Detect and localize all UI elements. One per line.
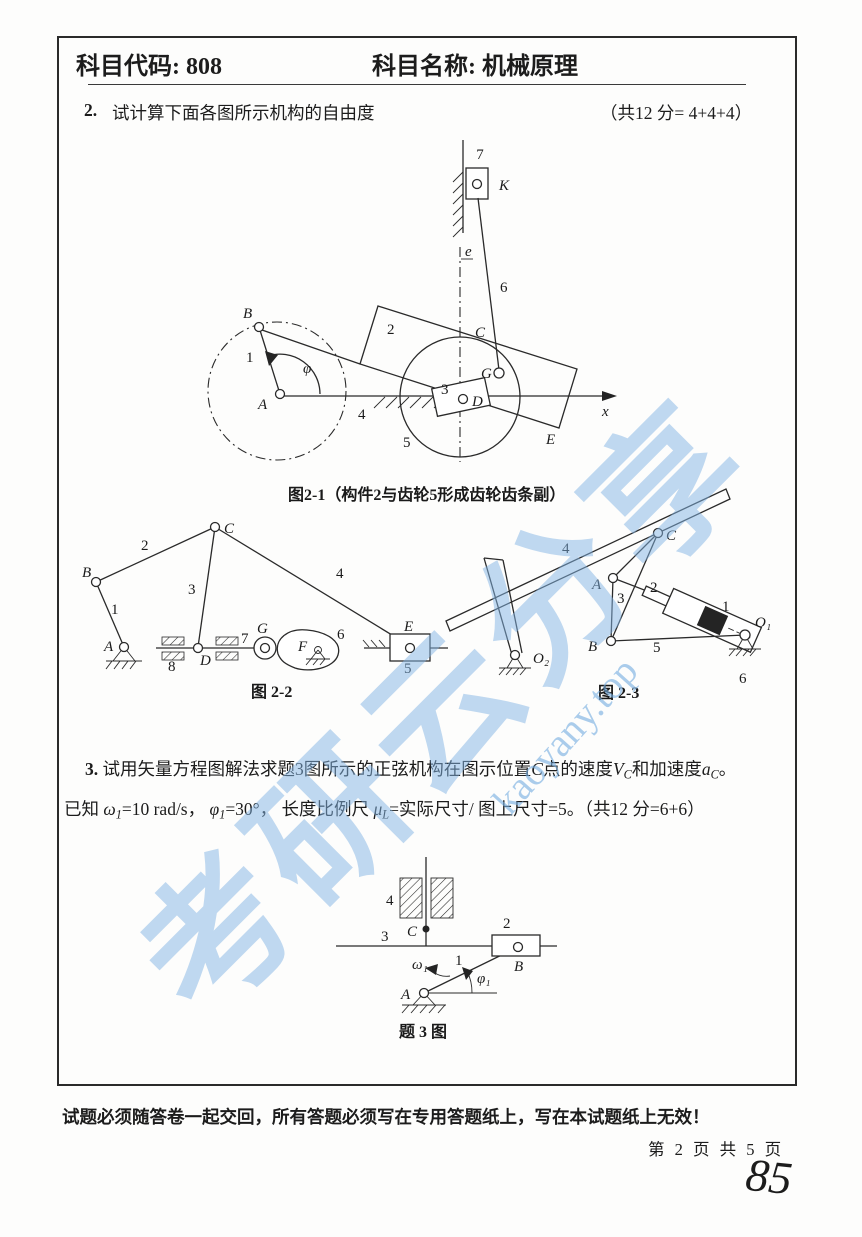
header-underline xyxy=(88,84,746,85)
page-number: 第 2 页 共 5 页 xyxy=(648,1140,785,1159)
question3-var-omega: ω xyxy=(103,799,116,820)
question3-var-V-sub: C xyxy=(623,767,632,782)
question3-block: 3. 试用矢量方程图解法求题3图所示的正弦机构在图示位置C点的速度VC和加速度a… xyxy=(64,752,824,833)
footer-notice: 试题必须随答卷一起交回，所有答题必须写在专用答题纸上，写在本试题纸上无效！ xyxy=(62,1107,710,1127)
question3-var-phi-sub: 1 xyxy=(219,807,226,822)
question3-seg2: 点的速度 xyxy=(542,759,613,779)
question3-var-a-sub: C xyxy=(710,767,719,782)
question3-line2-seg4: =实际尺寸/ 图上尺寸=5。（共12 分=6+6） xyxy=(389,799,705,820)
question3-line2-seg3: =30°， 长度比例尺 xyxy=(225,799,374,820)
question3-var-mu-sub: L xyxy=(382,807,390,822)
page-border-frame xyxy=(57,36,797,1086)
question3-var-a: a xyxy=(701,759,711,779)
question3-var-C: C xyxy=(531,759,543,779)
question3-seg1: 试用矢量方程图解法求题3图所示的正弦机构在图示位置 xyxy=(102,759,532,779)
question2-points: （共12 分= 4+4+4） xyxy=(600,103,753,123)
question3-line1: 3. 试用矢量方程图解法求题3图所示的正弦机构在图示位置C点的速度VC和加速度a… xyxy=(64,752,824,792)
question2-text: 试计算下面各图所示机构的自由度 xyxy=(112,103,375,123)
question3-var-mu: μ xyxy=(373,799,383,820)
question3-line2-seg2: =10 rad/s， xyxy=(121,799,210,820)
question2-number: 2. xyxy=(84,100,98,120)
subject-name: 科目名称: 机械原理 xyxy=(372,54,578,80)
question3-seg4: 。 xyxy=(718,759,737,779)
question3-var-phi: φ xyxy=(209,799,220,820)
subject-code: 科目代码: 808 xyxy=(76,54,222,80)
question3-number: 3. xyxy=(85,759,99,779)
question3-var-V: V xyxy=(612,759,624,779)
handwritten-mark: 85 xyxy=(743,1148,795,1205)
question3-var-omega-sub: 1 xyxy=(115,807,122,822)
question3-line2: 已知 ω1=10 rad/s， φ1=30°， 长度比例尺 μL=实际尺寸/ 图… xyxy=(64,792,824,832)
question3-seg3: 和加速度 xyxy=(631,759,702,779)
question3-line2-seg1: 已知 xyxy=(64,799,104,820)
